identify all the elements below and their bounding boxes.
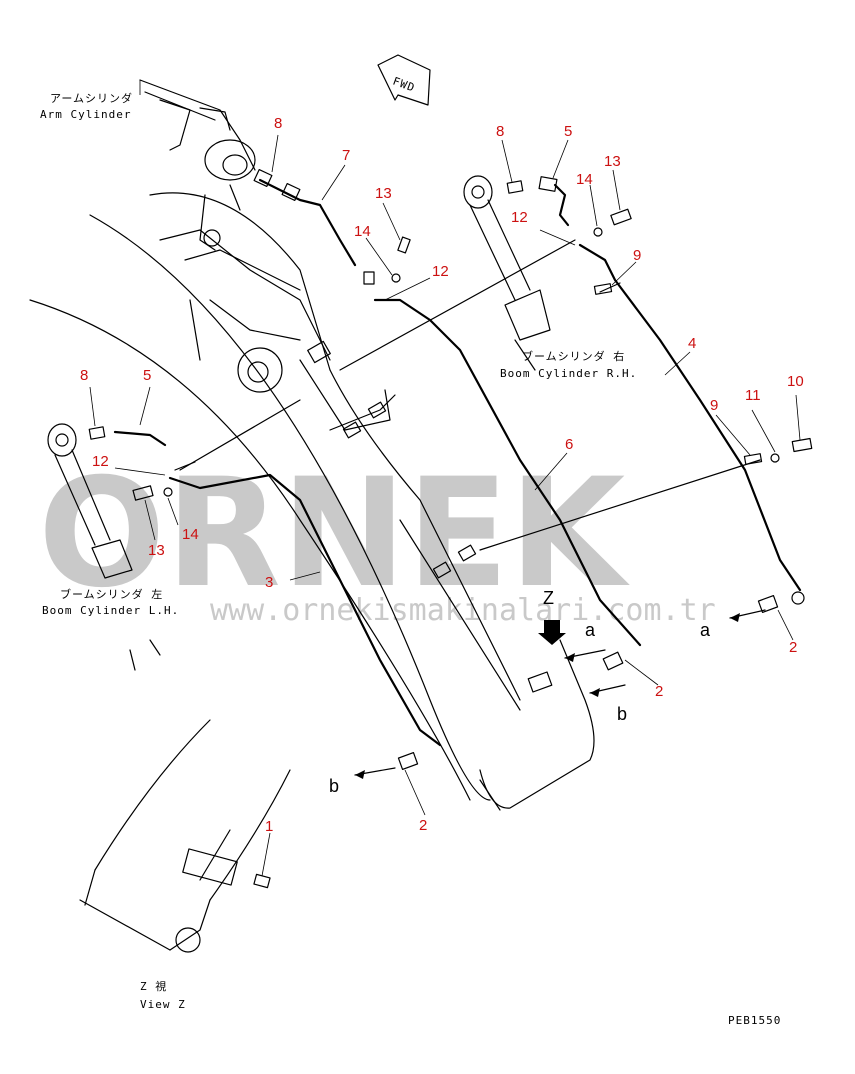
view-z-en-label: View Z — [140, 998, 186, 1011]
z-letter: Z — [543, 588, 554, 608]
text-labels: アームシリンダ Arm Cylinder ブームシリンダ 右 Boom Cyli… — [40, 91, 781, 1027]
fwd-label: FWD — [391, 75, 417, 95]
pipe-4 — [578, 243, 802, 592]
callout-13: 13 — [604, 153, 621, 170]
callout-3: 3 — [265, 574, 273, 591]
arm-cylinder-en-label: Arm Cylinder — [40, 108, 131, 121]
boom-rh-jp-label: ブームシリンダ 右 — [522, 349, 625, 363]
callout-5: 5 — [564, 123, 572, 140]
fwd-arrow-icon: FWD — [377, 54, 431, 106]
view-z-jp-label: Z 視 — [140, 979, 167, 993]
callout-12: 12 — [511, 209, 528, 226]
boom-cylinder-rh — [463, 175, 551, 371]
a-letter: a — [700, 620, 711, 640]
callout-2: 2 — [655, 683, 663, 700]
hose-7 — [253, 169, 357, 267]
callout-8: 8 — [496, 123, 504, 140]
fittings — [88, 176, 813, 889]
z-view-arrow-icon — [538, 620, 566, 645]
arm-cylinder — [139, 79, 256, 251]
boom-cylinder-lh — [47, 423, 133, 579]
callout-2: 2 — [419, 817, 427, 834]
callout-6: 6 — [565, 436, 573, 453]
view-z-sketch — [79, 639, 291, 953]
callout-10: 10 — [787, 373, 804, 390]
boom-lh-en-label: Boom Cylinder L.H. — [42, 604, 179, 617]
pipe-3 — [168, 399, 442, 747]
callout-numbers: 8 7 13 14 12 8 5 14 13 12 9 4 8 5 12 14 … — [80, 115, 804, 835]
b-letter: b — [617, 704, 627, 724]
pipe-6 — [339, 239, 761, 647]
callout-14: 14 — [182, 526, 199, 543]
callout-11: 11 — [745, 387, 761, 404]
boom-outline — [29, 192, 595, 811]
callout-8: 8 — [80, 367, 88, 384]
callout-9: 9 — [710, 397, 718, 414]
b-letter: b — [329, 776, 339, 796]
callout-2: 2 — [789, 639, 797, 656]
watermark-url: www.ornekismakinalari.com.tr — [210, 593, 716, 628]
callout-12: 12 — [92, 453, 109, 470]
callout-9: 9 — [633, 247, 641, 264]
callout-7: 7 — [342, 147, 350, 164]
callout-14: 14 — [354, 223, 371, 240]
leader-lines — [89, 80, 801, 877]
boom-pivot — [237, 347, 283, 393]
callout-4: 4 — [688, 335, 696, 352]
boom-rh-en-label: Boom Cylinder R.H. — [500, 367, 637, 380]
callout-13: 13 — [148, 542, 165, 559]
callout-14: 14 — [576, 171, 593, 188]
callout-1: 1 — [265, 818, 273, 835]
direction-arrows — [354, 609, 766, 779]
boom-lh-jp-label: ブームシリンダ 左 — [60, 587, 163, 601]
callout-13: 13 — [375, 185, 392, 202]
callout-8: 8 — [274, 115, 282, 132]
drawing-code: PEB1550 — [728, 1014, 781, 1027]
arm-cylinder-jp-label: アームシリンダ — [50, 91, 133, 105]
a-letter: a — [585, 620, 596, 640]
callout-5: 5 — [143, 367, 151, 384]
clamps — [307, 283, 763, 693]
callout-12: 12 — [432, 263, 449, 280]
